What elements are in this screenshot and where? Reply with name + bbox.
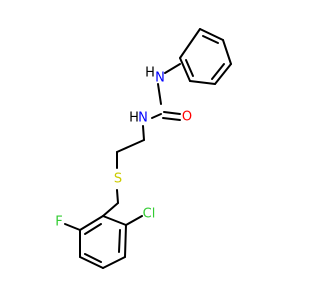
bond bbox=[84, 253, 102, 263]
atom-o: O bbox=[182, 110, 192, 125]
bond bbox=[199, 28, 224, 41]
bond bbox=[102, 215, 127, 226]
bond bbox=[179, 57, 191, 82]
atom-n-amine-mid: N bbox=[138, 111, 148, 126]
atom-f: F bbox=[55, 215, 62, 230]
chlorofluorobenzene-ring bbox=[64, 215, 143, 269]
bond bbox=[157, 83, 162, 105]
bond bbox=[179, 28, 201, 59]
bond bbox=[79, 215, 104, 231]
bond bbox=[189, 80, 216, 85]
bond bbox=[102, 202, 119, 217]
bond bbox=[84, 223, 102, 235]
bond bbox=[151, 113, 162, 119]
bond bbox=[102, 256, 126, 269]
bond bbox=[222, 39, 232, 65]
bond bbox=[185, 59, 194, 77]
phenyl-ring bbox=[179, 28, 232, 85]
atom-n-amine-top: N bbox=[155, 71, 165, 86]
bond bbox=[202, 35, 219, 44]
bond bbox=[142, 125, 145, 141]
bond bbox=[64, 223, 81, 231]
thioether-chain bbox=[102, 125, 145, 217]
bond bbox=[124, 224, 127, 258]
urea-linkage bbox=[151, 63, 181, 121]
bond bbox=[79, 256, 104, 269]
bond bbox=[163, 111, 181, 115]
bond bbox=[214, 63, 232, 85]
bond bbox=[164, 63, 181, 74]
atom-h-amine-mid: H bbox=[129, 111, 139, 126]
bond bbox=[125, 215, 143, 226]
bond bbox=[211, 63, 225, 80]
bond bbox=[116, 139, 145, 153]
molecule-structure-diagram: H N O N H S F Cl bbox=[55, 28, 232, 269]
atom-cl: Cl bbox=[143, 207, 156, 222]
bond bbox=[162, 117, 181, 121]
bond bbox=[116, 189, 119, 204]
bond bbox=[118, 229, 121, 253]
atom-s: S bbox=[114, 172, 122, 187]
atom-h-amine-top: H bbox=[145, 66, 155, 81]
